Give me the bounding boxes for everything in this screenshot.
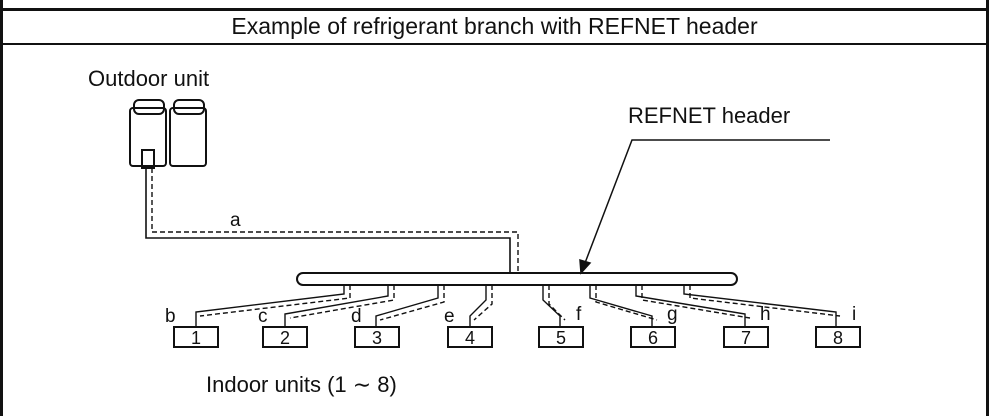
outdoor-unit-label: Outdoor unit bbox=[88, 66, 209, 91]
indoor-unit-box bbox=[630, 326, 676, 348]
pipe-label-g: g bbox=[667, 304, 678, 325]
pipe-label-h: h bbox=[760, 304, 771, 325]
indoor-unit-number: 1 bbox=[191, 328, 201, 348]
main-pipe-a bbox=[145, 168, 519, 272]
pipe-label-f: f bbox=[576, 304, 582, 325]
refnet-header-label: REFNET header bbox=[628, 103, 790, 128]
top-border bbox=[0, 8, 989, 11]
pipe-label-e: e bbox=[444, 306, 455, 327]
indoor-unit-number: 5 bbox=[556, 328, 566, 348]
indoor-unit-box bbox=[447, 326, 493, 348]
pipe-label-b: b bbox=[165, 306, 176, 327]
indoor-unit-box bbox=[723, 326, 769, 348]
indoor-unit-box bbox=[354, 326, 400, 348]
indoor-units-label: Indoor units (1 ∼ 8) bbox=[206, 372, 397, 397]
branch-pipes bbox=[195, 285, 841, 326]
outdoor-unit bbox=[129, 99, 207, 169]
indoor-unit-number: 7 bbox=[741, 328, 751, 348]
indoor-unit-number: 4 bbox=[465, 328, 475, 348]
indoor-unit-box bbox=[538, 326, 584, 348]
indoor-units bbox=[173, 326, 861, 348]
indoor-unit-box bbox=[173, 326, 219, 348]
indoor-unit-number: 8 bbox=[833, 328, 843, 348]
pipe-label-c: c bbox=[258, 306, 268, 327]
refnet-leader bbox=[579, 139, 830, 275]
pipe-label-a: a bbox=[230, 210, 241, 231]
pipe-label-i: i bbox=[852, 304, 856, 325]
indoor-unit-number: 2 bbox=[280, 328, 290, 348]
title-divider bbox=[0, 43, 989, 45]
refnet-header-bar bbox=[296, 272, 738, 286]
indoor-unit-box bbox=[815, 326, 861, 348]
diagram-title: Example of refrigerant branch with REFNE… bbox=[231, 13, 758, 39]
indoor-unit-box bbox=[262, 326, 308, 348]
indoor-unit-number: 3 bbox=[372, 328, 382, 348]
pipe-label-d: d bbox=[351, 306, 362, 327]
indoor-unit-number: 6 bbox=[648, 328, 658, 348]
